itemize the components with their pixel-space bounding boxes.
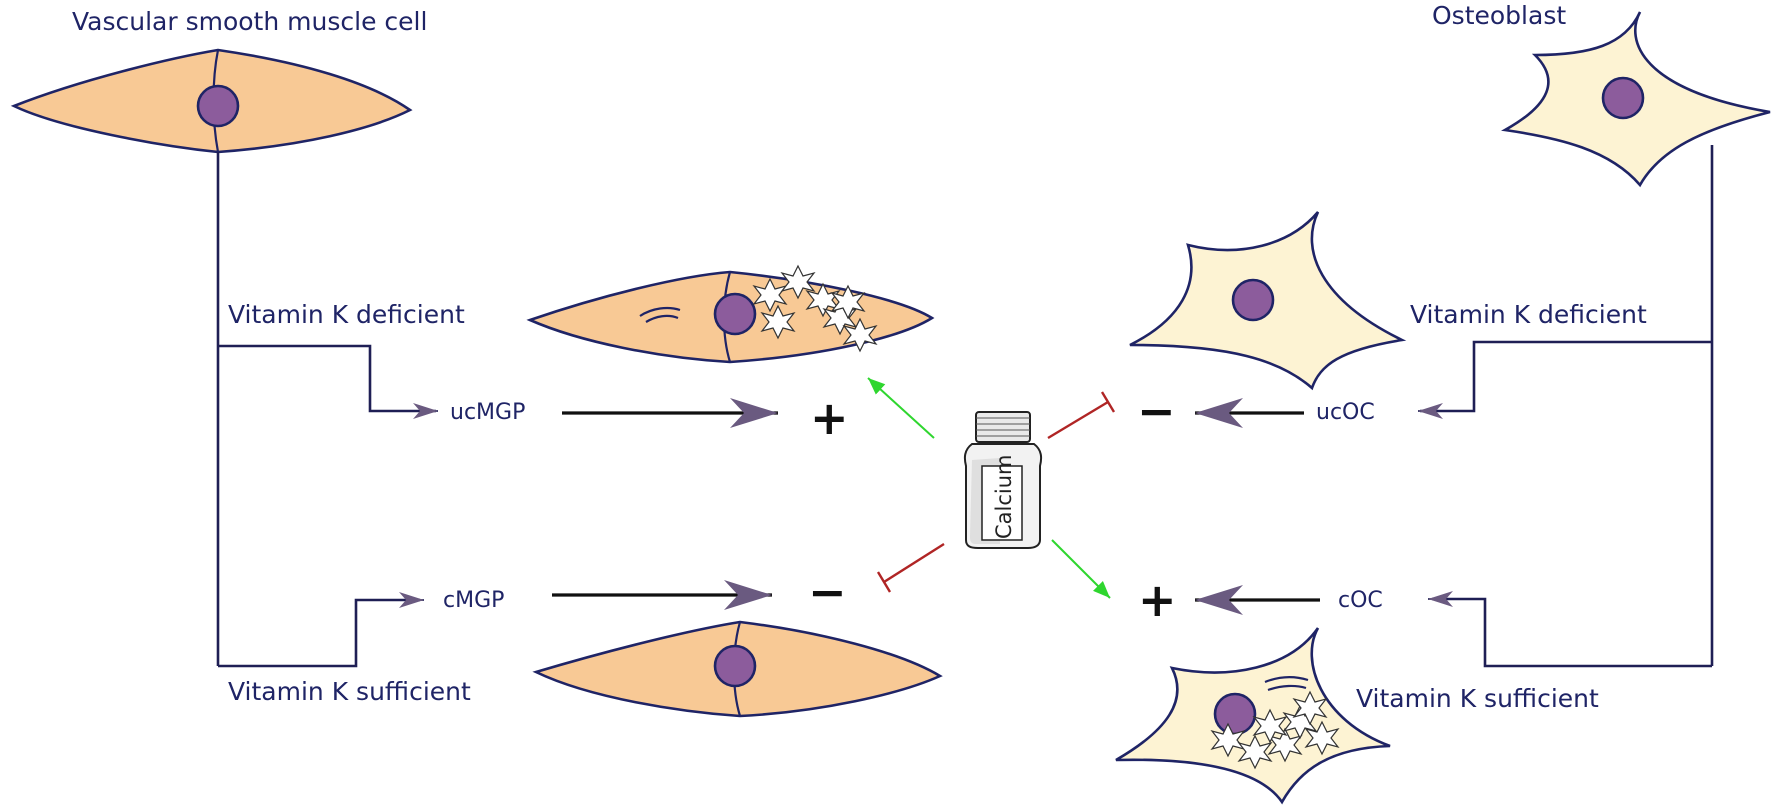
vk-deficient-right-label: Vitamin K deficient bbox=[1410, 300, 1647, 329]
ucoc-label: ucOC bbox=[1316, 400, 1375, 425]
calcium-promote-vsmc-arrow bbox=[867, 377, 935, 439]
vk-sufficient-left-label: Vitamin K sufficient bbox=[228, 677, 471, 706]
calcium-inhibit-vsmc-arrow bbox=[876, 542, 945, 593]
ucoc-minus-sign: − bbox=[1137, 384, 1176, 438]
osteoblast-top-nucleus bbox=[1601, 76, 1645, 120]
vsmc-bottom-cell bbox=[532, 620, 943, 718]
coc-label: cOC bbox=[1338, 588, 1383, 613]
osteoblast-calcified-nucleus bbox=[1213, 692, 1257, 736]
vsmc-top-nucleus bbox=[196, 84, 240, 128]
right-branch-lines bbox=[1420, 145, 1714, 668]
ucmgp-label: ucMGP bbox=[450, 400, 525, 425]
ucmgp-plus-sign: + bbox=[810, 391, 849, 445]
osteoblast-calcified-cell bbox=[1115, 627, 1391, 805]
osteoblast-title: Osteoblast bbox=[1432, 1, 1566, 30]
calcium-bottle-label: Calcium bbox=[992, 454, 1016, 539]
vk-deficient-left-label: Vitamin K deficient bbox=[228, 300, 465, 329]
calcium-inhibit-osteoblast-arrow bbox=[1047, 391, 1116, 440]
vk-sufficient-right-label: Vitamin K sufficient bbox=[1356, 684, 1599, 713]
osteoblast-middle-cell bbox=[1129, 211, 1407, 391]
vsmc-title: Vascular smooth muscle cell bbox=[72, 7, 427, 36]
osteoblast-middle-nucleus bbox=[1231, 278, 1275, 322]
vsmc-calcified-cell bbox=[526, 265, 935, 364]
cmgp-minus-sign: − bbox=[808, 565, 847, 619]
vsmc-calcified-nucleus bbox=[713, 292, 757, 336]
osteoblast-top-cell bbox=[1501, 11, 1771, 188]
calcium-promote-osteoblast-arrow bbox=[1051, 539, 1111, 599]
coc-plus-sign: + bbox=[1138, 573, 1177, 627]
vsmc-bottom-nucleus bbox=[713, 644, 757, 688]
calcium-bottle-icon: Calcium bbox=[963, 411, 1043, 549]
left-branch-lines bbox=[216, 152, 436, 668]
cmgp-label: cMGP bbox=[443, 588, 504, 613]
vsmc-top-cell bbox=[10, 48, 413, 154]
